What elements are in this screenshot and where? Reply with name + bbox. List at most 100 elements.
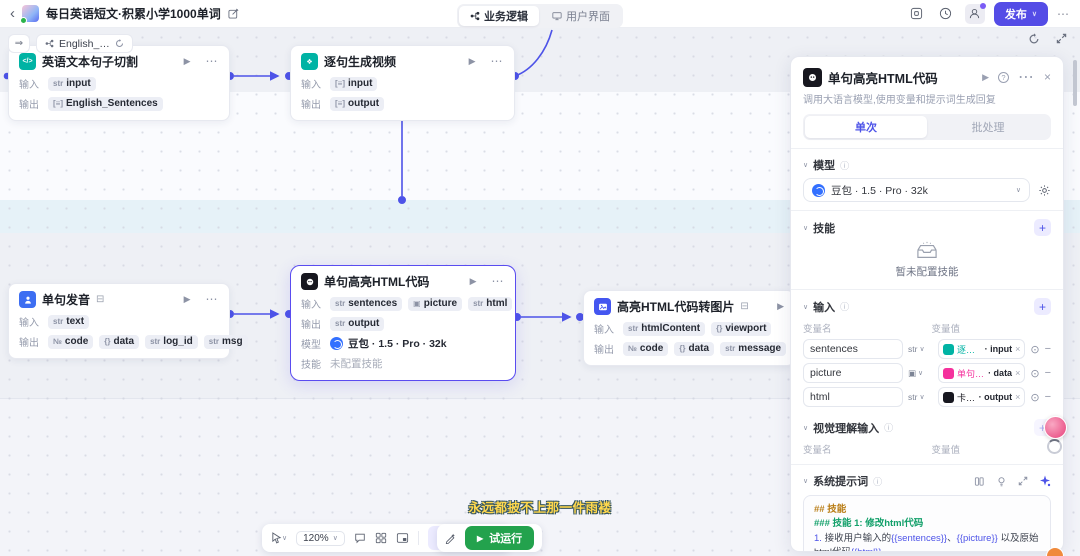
remove-row-icon[interactable]: −: [1044, 367, 1051, 379]
more-menu-icon[interactable]: ⋯: [1057, 6, 1070, 21]
test-run-button[interactable]: ▶ 试运行: [465, 526, 535, 550]
output-label: 输出: [594, 345, 614, 356]
model-section-header[interactable]: ∨ 模型 ⓘ: [803, 160, 850, 172]
row-settings-icon[interactable]: ⊙: [1030, 367, 1040, 380]
var-value-select[interactable]: 卡片HTML代码生成 · output ×: [938, 387, 1026, 407]
publish-button[interactable]: 发布∨: [993, 1, 1048, 26]
row-settings-icon[interactable]: ⊙: [1030, 343, 1040, 356]
store-icon[interactable]: [907, 4, 927, 24]
output-label: 输出: [301, 320, 321, 331]
chevron-down-icon: ∨: [803, 162, 809, 169]
vision-section-header[interactable]: ∨ 视觉理解输入 ⓘ +: [803, 419, 1051, 436]
node-title: 单句高亮HTML代码: [324, 275, 430, 289]
cursor-mode-icon[interactable]: ∨: [271, 532, 287, 544]
row-settings-icon[interactable]: ⊙: [1030, 391, 1040, 404]
history-icon[interactable]: [936, 4, 956, 24]
node-more-icon[interactable]: ⋯: [490, 53, 504, 68]
prompt-expand-icon[interactable]: [1018, 476, 1028, 486]
divider: [791, 148, 1063, 149]
var-type-select[interactable]: ▣∨: [908, 367, 924, 378]
node-run-icon[interactable]: ▶: [183, 56, 191, 66]
help-icon[interactable]: ?: [997, 71, 1009, 83]
tab-batch[interactable]: 批处理: [971, 122, 1005, 134]
var-type-select[interactable]: str∨: [908, 392, 925, 402]
auto-layout-icon[interactable]: [375, 532, 387, 544]
voice-node-icon: [19, 291, 36, 308]
tab-label: 业务逻辑: [484, 11, 528, 23]
node-more-icon[interactable]: ⋯: [491, 273, 505, 288]
panel-more-icon[interactable]: ⋯: [1017, 69, 1035, 86]
remove-row-icon[interactable]: −: [1044, 391, 1051, 403]
minimap-icon[interactable]: [396, 532, 409, 544]
node-video-generator[interactable]: ❖ 逐句生成视频 ▶ ⋯ 输入 [≡]input 输出 [≡]output: [290, 45, 515, 121]
var-name-input[interactable]: picture: [803, 363, 903, 383]
input-section-header[interactable]: ∨ 输入 ⓘ +: [803, 298, 1051, 315]
node-more-icon[interactable]: ⋯: [205, 291, 219, 306]
tab-user-interface[interactable]: 用户界面: [541, 6, 621, 26]
var-type-select[interactable]: str∨: [908, 344, 925, 354]
node-run-icon[interactable]: ▶: [777, 301, 784, 311]
play-icon: ▶: [477, 533, 484, 543]
var-value-select[interactable]: 逐句生成视频 · input ×: [938, 339, 1026, 359]
comment-icon[interactable]: [354, 532, 366, 544]
prompt-section-header[interactable]: ∨ 系统提示词 ⓘ: [803, 473, 1051, 489]
node-run-icon[interactable]: ▶: [468, 56, 476, 66]
skill-section-header[interactable]: ∨ 技能 +: [803, 219, 1051, 236]
add-skill-button[interactable]: +: [1034, 219, 1051, 236]
expand-icon[interactable]: [1056, 33, 1067, 45]
prompt-library-icon[interactable]: [974, 476, 985, 487]
flow-tab-english[interactable]: English_…: [36, 34, 133, 53]
tab-label: 用户界面: [566, 11, 610, 23]
monitor-icon: [552, 12, 562, 21]
var-value-select[interactable]: 单句画面生成 · data ×: [938, 363, 1026, 383]
assistant-avatar[interactable]: [1044, 416, 1067, 439]
app-title: 每日英语短文·积累小学1000单词: [46, 7, 221, 21]
doubao-logo: [812, 183, 825, 197]
var-pill: ▣picture: [408, 296, 463, 311]
remove-row-icon[interactable]: −: [1044, 343, 1051, 355]
refresh-icon[interactable]: [1028, 33, 1040, 45]
collaboration-icon[interactable]: [964, 2, 986, 24]
chevron-down-icon: ∨: [1031, 10, 1037, 18]
close-icon[interactable]: ×: [1043, 70, 1051, 84]
var-name-input[interactable]: sentences: [803, 339, 903, 359]
model-select[interactable]: 豆包 · 1.5 · Pro · 32k ∨: [803, 178, 1030, 202]
edit-title-icon[interactable]: [228, 8, 239, 19]
zoom-select[interactable]: 120%∨: [296, 530, 345, 546]
node-title: 高亮HTML代码转图片: [617, 300, 735, 314]
node-run-icon[interactable]: ▶: [469, 276, 477, 286]
ai-edit-icon[interactable]: [445, 532, 457, 544]
model-value: 豆包 · 1.5 · Pro · 32k: [330, 336, 447, 351]
prompt-optimize-icon[interactable]: [1039, 475, 1051, 487]
status-dot: [20, 17, 27, 24]
input-row: html str∨ 卡片HTML代码生成 · output × ⊙ −: [803, 387, 1051, 407]
collapse-panel-icon[interactable]: ⇒: [8, 34, 30, 53]
back-icon[interactable]: ‹: [10, 5, 15, 22]
model-settings-icon[interactable]: [1038, 184, 1051, 197]
tab-business-logic[interactable]: 业务逻辑: [459, 6, 539, 26]
panel-run-icon[interactable]: ▶: [982, 71, 989, 82]
tab-single[interactable]: 单次: [805, 116, 927, 138]
node-more-icon[interactable]: ⋯: [205, 53, 219, 68]
clear-icon[interactable]: ×: [1015, 368, 1021, 378]
doubao-logo: [330, 337, 343, 350]
add-input-button[interactable]: +: [1034, 298, 1051, 315]
clear-icon[interactable]: ×: [1015, 392, 1021, 402]
clear-icon[interactable]: ×: [1015, 344, 1021, 354]
window-scrollbar[interactable]: [1073, 60, 1077, 106]
node-run-icon[interactable]: ▶: [183, 294, 191, 304]
prompt-idea-icon[interactable]: [996, 476, 1007, 487]
refresh-icon[interactable]: [115, 39, 124, 48]
var-name-input[interactable]: html: [803, 387, 903, 407]
